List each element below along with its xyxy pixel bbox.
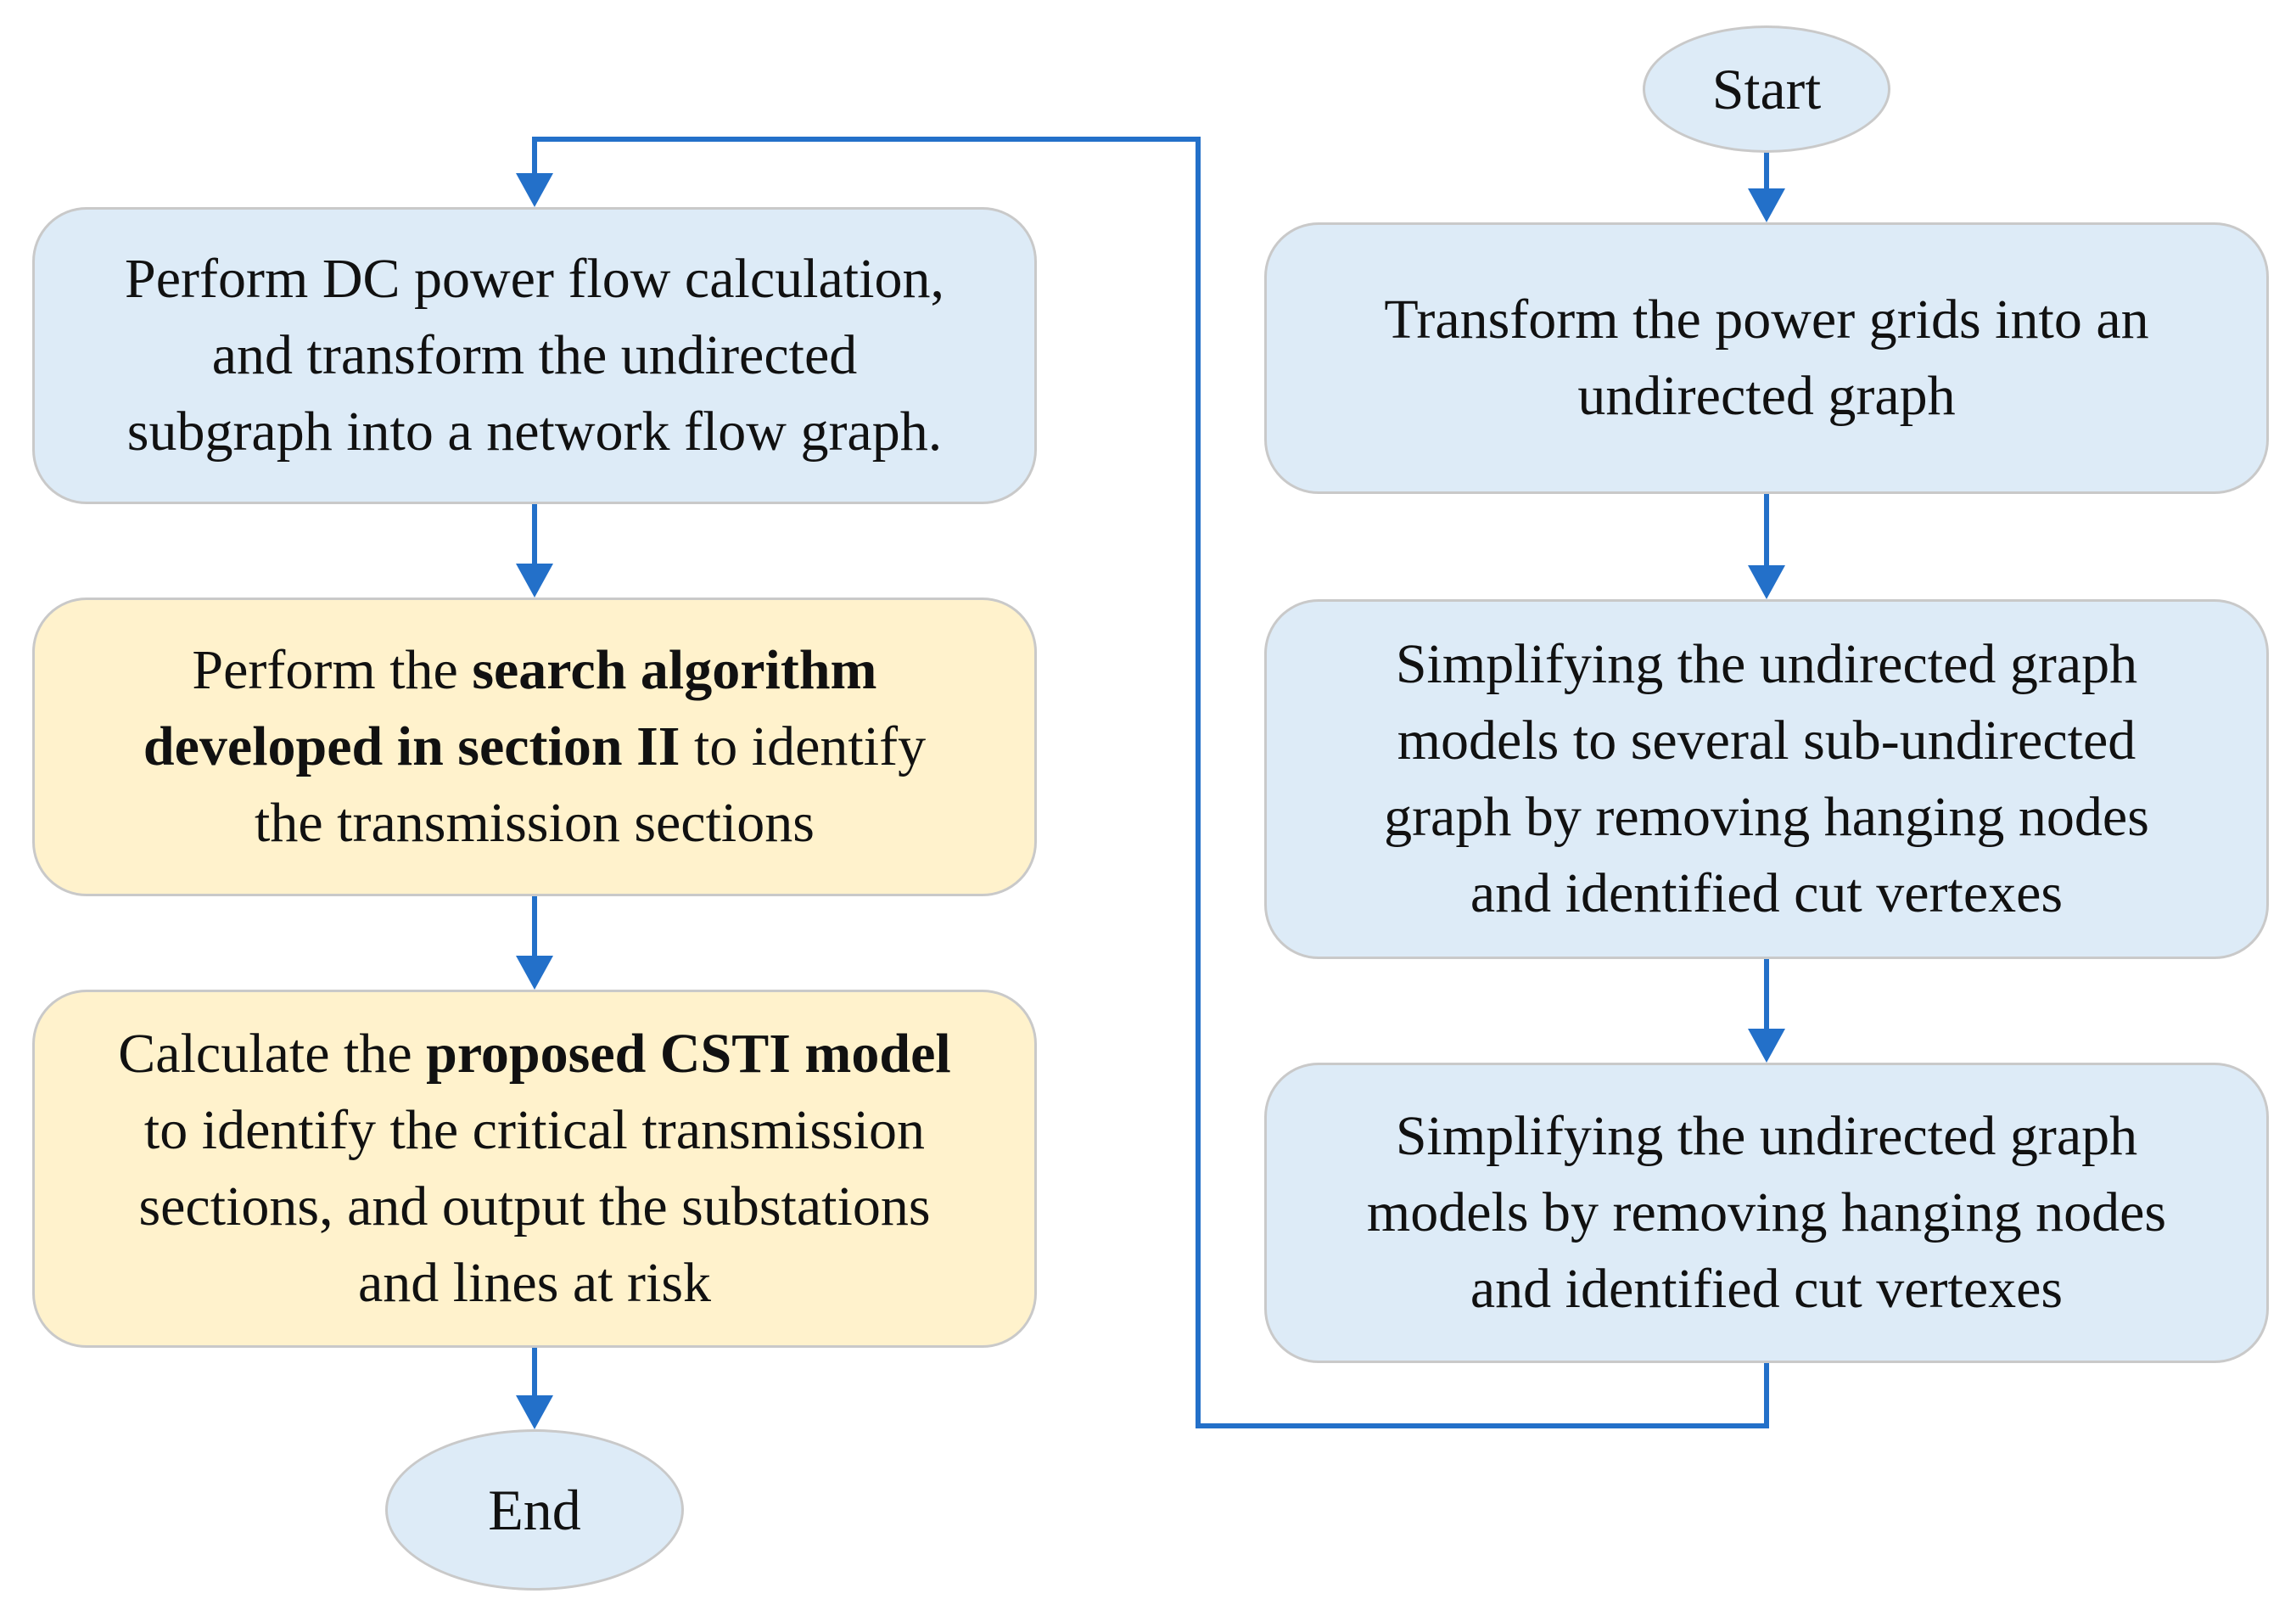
arrowhead-dc-flow-to-search — [516, 564, 553, 598]
arrowhead-loop-to-dc-flow — [516, 173, 553, 207]
simplify-sub-text-line-4: and identified cut vertexes — [1470, 862, 2064, 924]
end-node: End — [385, 1429, 684, 1591]
arrowhead-csti-to-end — [516, 1395, 553, 1429]
search-text-line-1-plain: Perform the — [192, 639, 473, 701]
csti-text-line-1-plain: Calculate the — [118, 1023, 427, 1085]
search-text-line-3: the transmission sections — [255, 792, 815, 854]
dc-flow-text-line-1: Perform DC power flow calculation, — [125, 248, 944, 310]
simplify-text-line-2: models by removing hanging nodes — [1366, 1181, 2167, 1243]
simplify-sub-graph-node: Simplifying the undirected graph models … — [1264, 599, 2269, 959]
arrowhead-simplify-sub-to-simplify — [1748, 1029, 1785, 1063]
transform-text-line-2: undirected graph — [1577, 365, 1956, 427]
csti-text-line-4: and lines at risk — [357, 1252, 712, 1314]
csti-text-line-2: to identify the critical transmission — [143, 1099, 926, 1161]
arrowhead-transform-to-simplify-sub — [1748, 565, 1785, 599]
csti-text-line-1-bold: proposed CSTI model — [426, 1023, 951, 1085]
loop-connector — [532, 137, 1769, 1428]
search-text-line-2-plain: to identify — [680, 715, 927, 777]
end-label: End — [488, 1477, 581, 1542]
simplify-sub-text-line-1: Simplifying the undirected graph — [1395, 633, 2138, 695]
arrowhead-search-to-csti — [516, 956, 553, 990]
csti-text-line-1: Calculate the proposed CSTI model — [118, 1016, 950, 1092]
simplify-graph-node: Simplifying the undirected graph models … — [1264, 1063, 2269, 1363]
dc-power-flow-node: Perform DC power flow calculation, and t… — [32, 207, 1037, 504]
csti-text-line-3: sections, and output the substations — [138, 1176, 931, 1237]
search-text-line-2: developed in section II to identify — [143, 709, 926, 785]
dc-flow-text-line-2: and transform the undirected — [211, 324, 858, 386]
search-text-line-1-bold: search algorithm — [472, 639, 877, 701]
simplify-sub-text-line-2: models to several sub-undirected — [1397, 710, 2136, 772]
csti-model-node: Calculate the proposed CSTI model to ide… — [32, 990, 1037, 1348]
search-algorithm-node: Perform the search algorithm developed i… — [32, 598, 1037, 896]
start-label: Start — [1711, 56, 1822, 121]
search-text-line-1: Perform the search algorithm — [143, 632, 926, 709]
start-node: Start — [1643, 25, 1890, 153]
search-text-line-2-bold: developed in section II — [143, 715, 680, 777]
arrowhead-start-to-transform — [1748, 188, 1785, 222]
simplify-text-line-1: Simplifying the undirected graph — [1395, 1105, 2138, 1167]
transform-text-line-1: Transform the power grids into an — [1384, 289, 2149, 351]
dc-flow-text-line-3: subgraph into a network flow graph. — [126, 401, 943, 463]
simplify-text-line-3: and identified cut vertexes — [1470, 1258, 2064, 1320]
transform-node: Transform the power grids into an undire… — [1264, 222, 2269, 494]
simplify-sub-text-line-3: graph by removing hanging nodes — [1384, 786, 2149, 848]
